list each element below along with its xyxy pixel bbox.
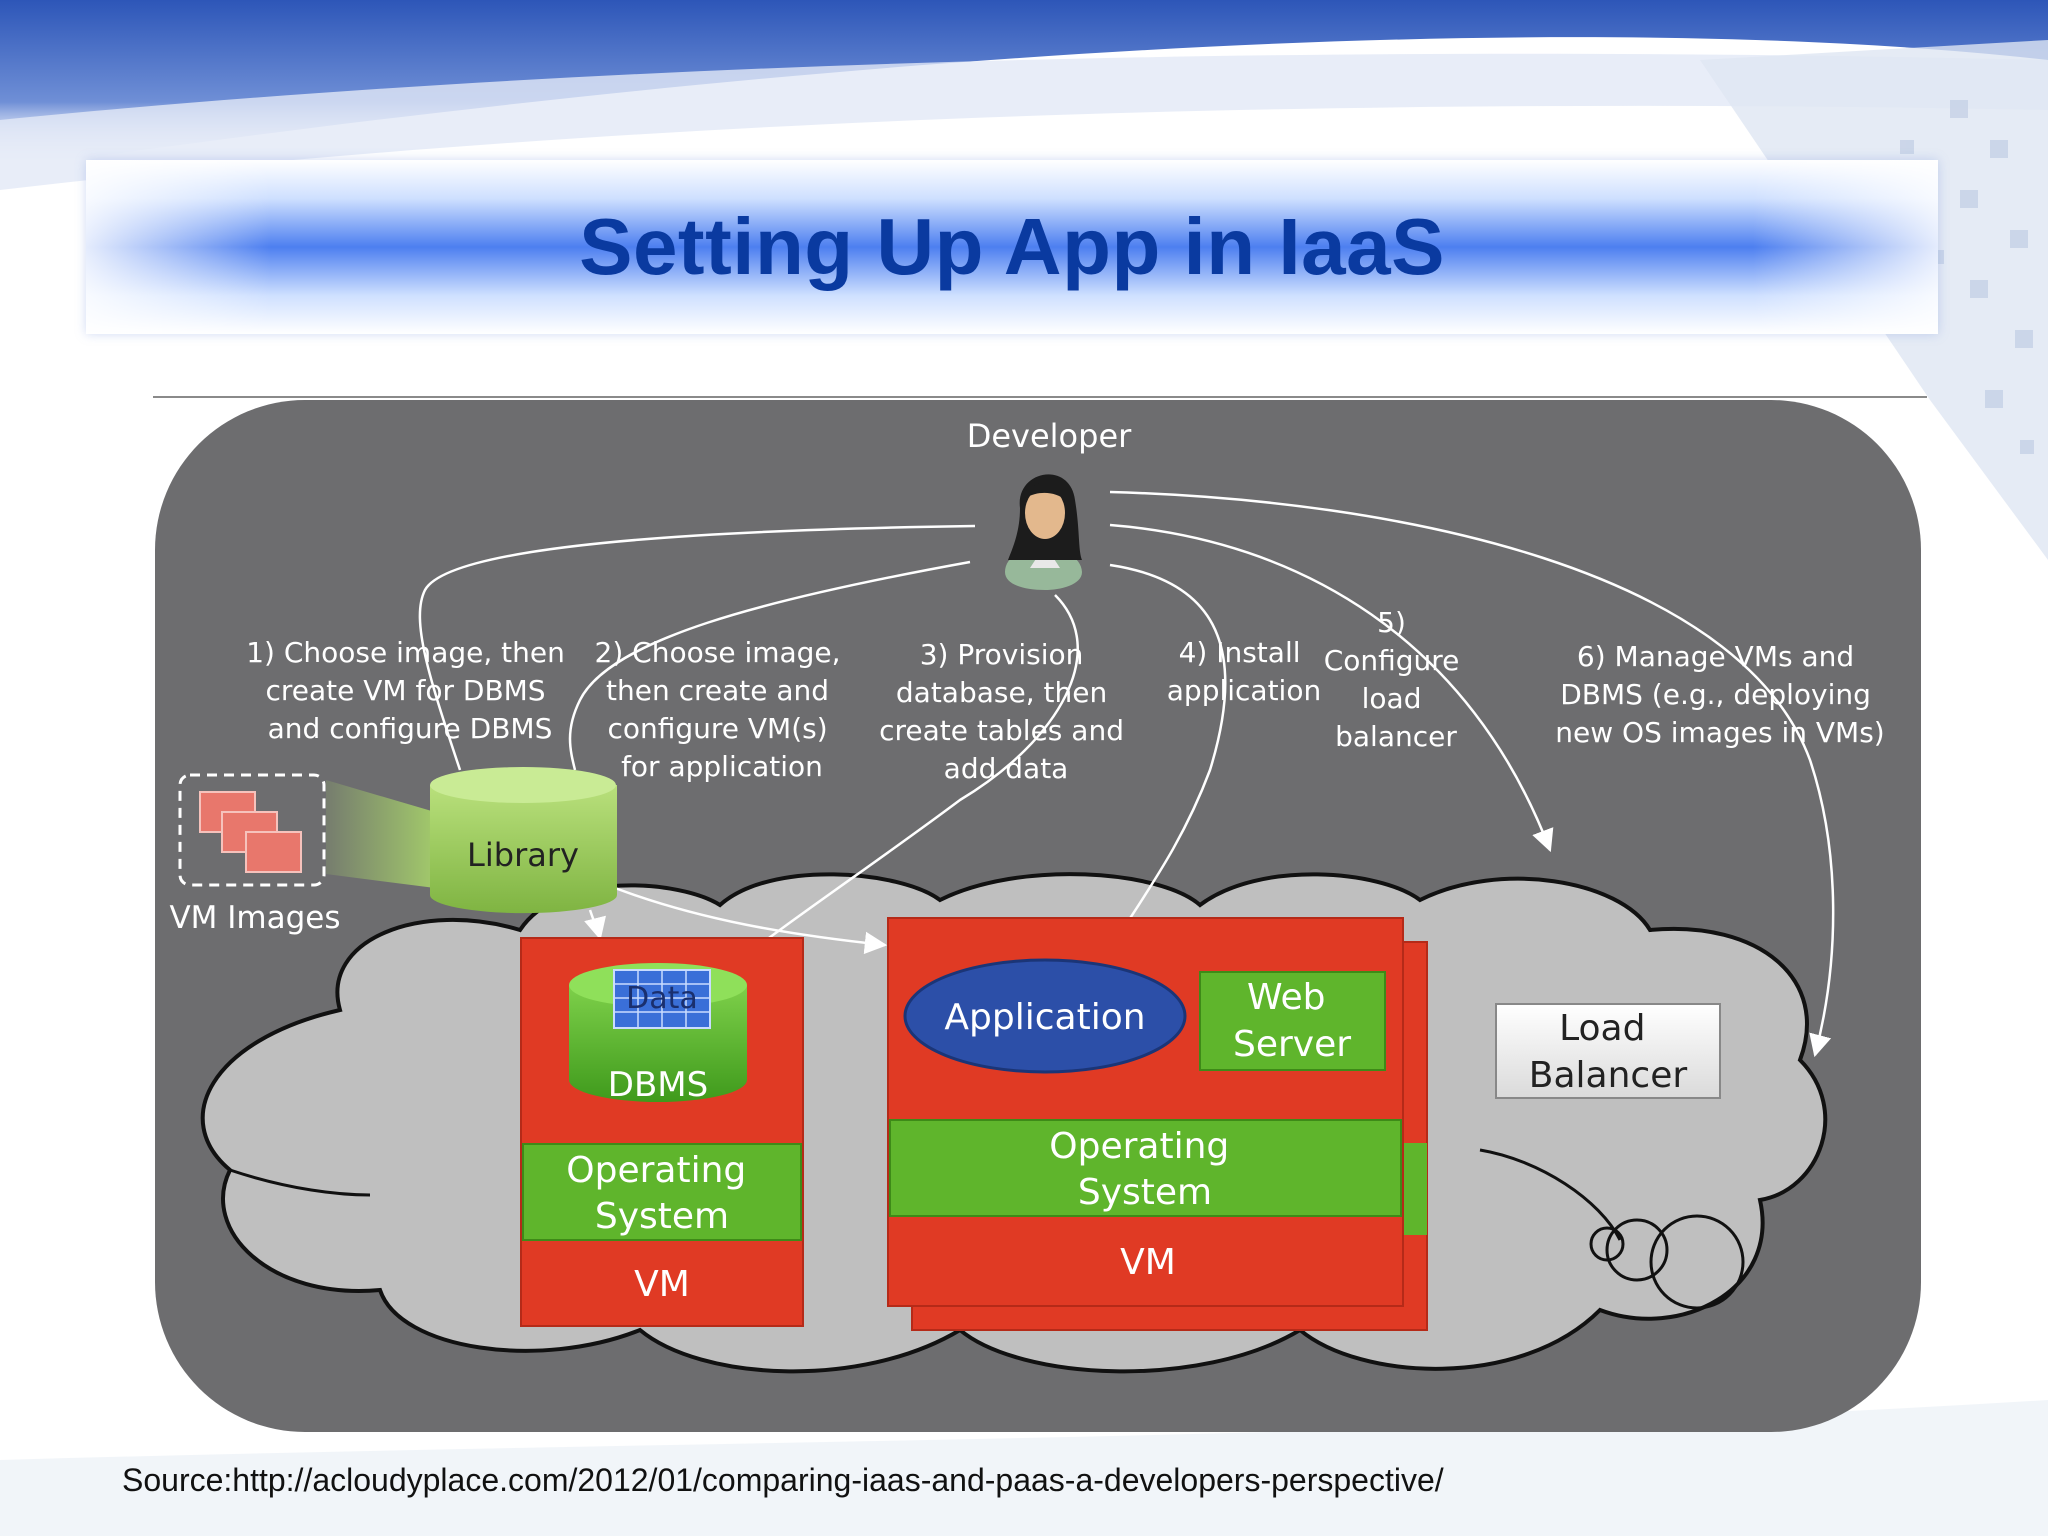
library-label: Library [467,836,579,874]
developer-label: Developer [967,417,1132,455]
source-citation: Source:http://acloudyplace.com/2012/01/c… [122,1462,1444,1499]
data-label: Data [626,981,698,1016]
application-label: Application [944,997,1145,1038]
dbms-vm-label: VM [634,1264,690,1305]
step-6-label: 6) Manage VMs and DBMS (e.g., deploying … [1555,640,1884,749]
app-vm-label: VM [1120,1242,1176,1283]
vm-images-label: VM Images [169,900,340,936]
dbms-label: DBMS [608,1065,708,1105]
step-1-label: 1) Choose image, then create VM for DBMS… [246,636,574,745]
